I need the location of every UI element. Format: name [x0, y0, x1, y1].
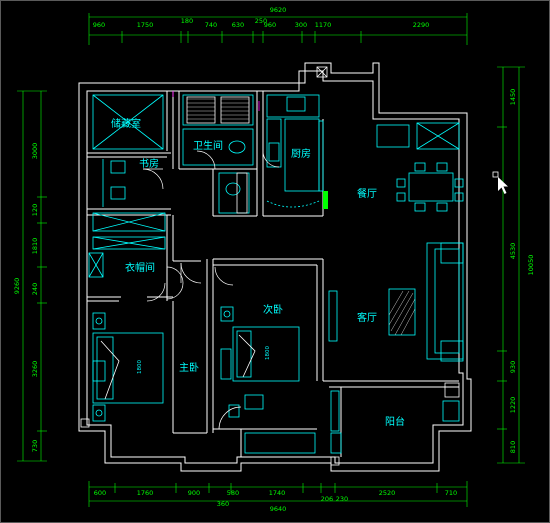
dim-top-seg: 960 [93, 21, 105, 29]
dim-bottom-seg: 1740 [269, 489, 286, 497]
dim-bottom-seg: 900 [188, 489, 200, 497]
dim-bottom-seg: 710 [445, 489, 457, 497]
dim-top-seg: 740 [205, 21, 217, 29]
dim-left-seg: 1810 [31, 238, 39, 255]
dim-top-seg: 1170 [315, 21, 332, 29]
dim-top-seg: 630 [232, 21, 244, 29]
room-label-kitchen: 厨房 [291, 147, 311, 160]
dim-bottom-seg: 2520 [379, 489, 396, 497]
room-label-storage: 储藏室 [111, 117, 141, 130]
dim-right-seg: 1220 [509, 397, 517, 414]
master-bed-size: 1800 [137, 360, 143, 374]
dim-right-seg: 930 [509, 361, 517, 373]
room-label-wardrobe: 衣帽间 [125, 261, 155, 274]
walls [78, 62, 472, 472]
dim-bottom-seg: 230 [336, 495, 348, 503]
doors [142, 150, 280, 430]
room-label-master-bedroom: 主卧 [179, 361, 199, 374]
dim-left-seg: 3000 [31, 143, 39, 160]
dim-bottom-total: 9640 [270, 505, 287, 513]
dim-top-seg: 2290 [413, 21, 430, 29]
dim-right-seg: 4530 [509, 243, 517, 260]
entry-marker [323, 191, 328, 209]
dimension-lines [17, 13, 525, 507]
accent-marks [172, 91, 260, 111]
cursor-icon [492, 171, 508, 194]
room-label-dining: 餐厅 [357, 187, 377, 200]
dim-bottom-extra: 360 [217, 500, 229, 508]
dim-top-seg: 300 [295, 21, 307, 29]
columns [80, 66, 460, 466]
room-label-living-room: 客厅 [357, 311, 377, 324]
dim-bottom-seg: 600 [94, 489, 106, 497]
dim-left-seg: 240 [31, 283, 39, 295]
dim-left-seg: 3260 [31, 361, 39, 378]
dim-right-seg: 810 [509, 441, 517, 453]
room-label-balcony: 阳台 [385, 415, 405, 428]
hatching [187, 98, 416, 336]
second-bed-size: 1800 [265, 346, 271, 360]
dim-top-seg: 180 [181, 17, 193, 25]
dim-left-seg: 120 [31, 204, 39, 216]
dim-left-total: 9260 [13, 278, 21, 295]
dim-top-seg: 250 [255, 17, 267, 25]
dim-left-seg: 730 [31, 440, 39, 452]
room-label-second-bedroom: 次卧 [263, 303, 283, 316]
dim-right-seg: 1450 [509, 89, 517, 106]
room-label-bathroom: 卫生间 [193, 139, 223, 152]
dim-top-seg: 960 [264, 21, 276, 29]
dim-bottom-seg: 1760 [137, 489, 154, 497]
room-label-study: 书房 [139, 157, 159, 170]
dim-bottom-seg: 206 [321, 495, 333, 503]
furniture [88, 94, 464, 454]
dim-top-seg: 1750 [137, 21, 154, 29]
dim-top-total: 9620 [270, 6, 287, 14]
dim-right-total: 10050 [527, 255, 535, 276]
dim-bottom-seg: 580 [227, 489, 239, 497]
